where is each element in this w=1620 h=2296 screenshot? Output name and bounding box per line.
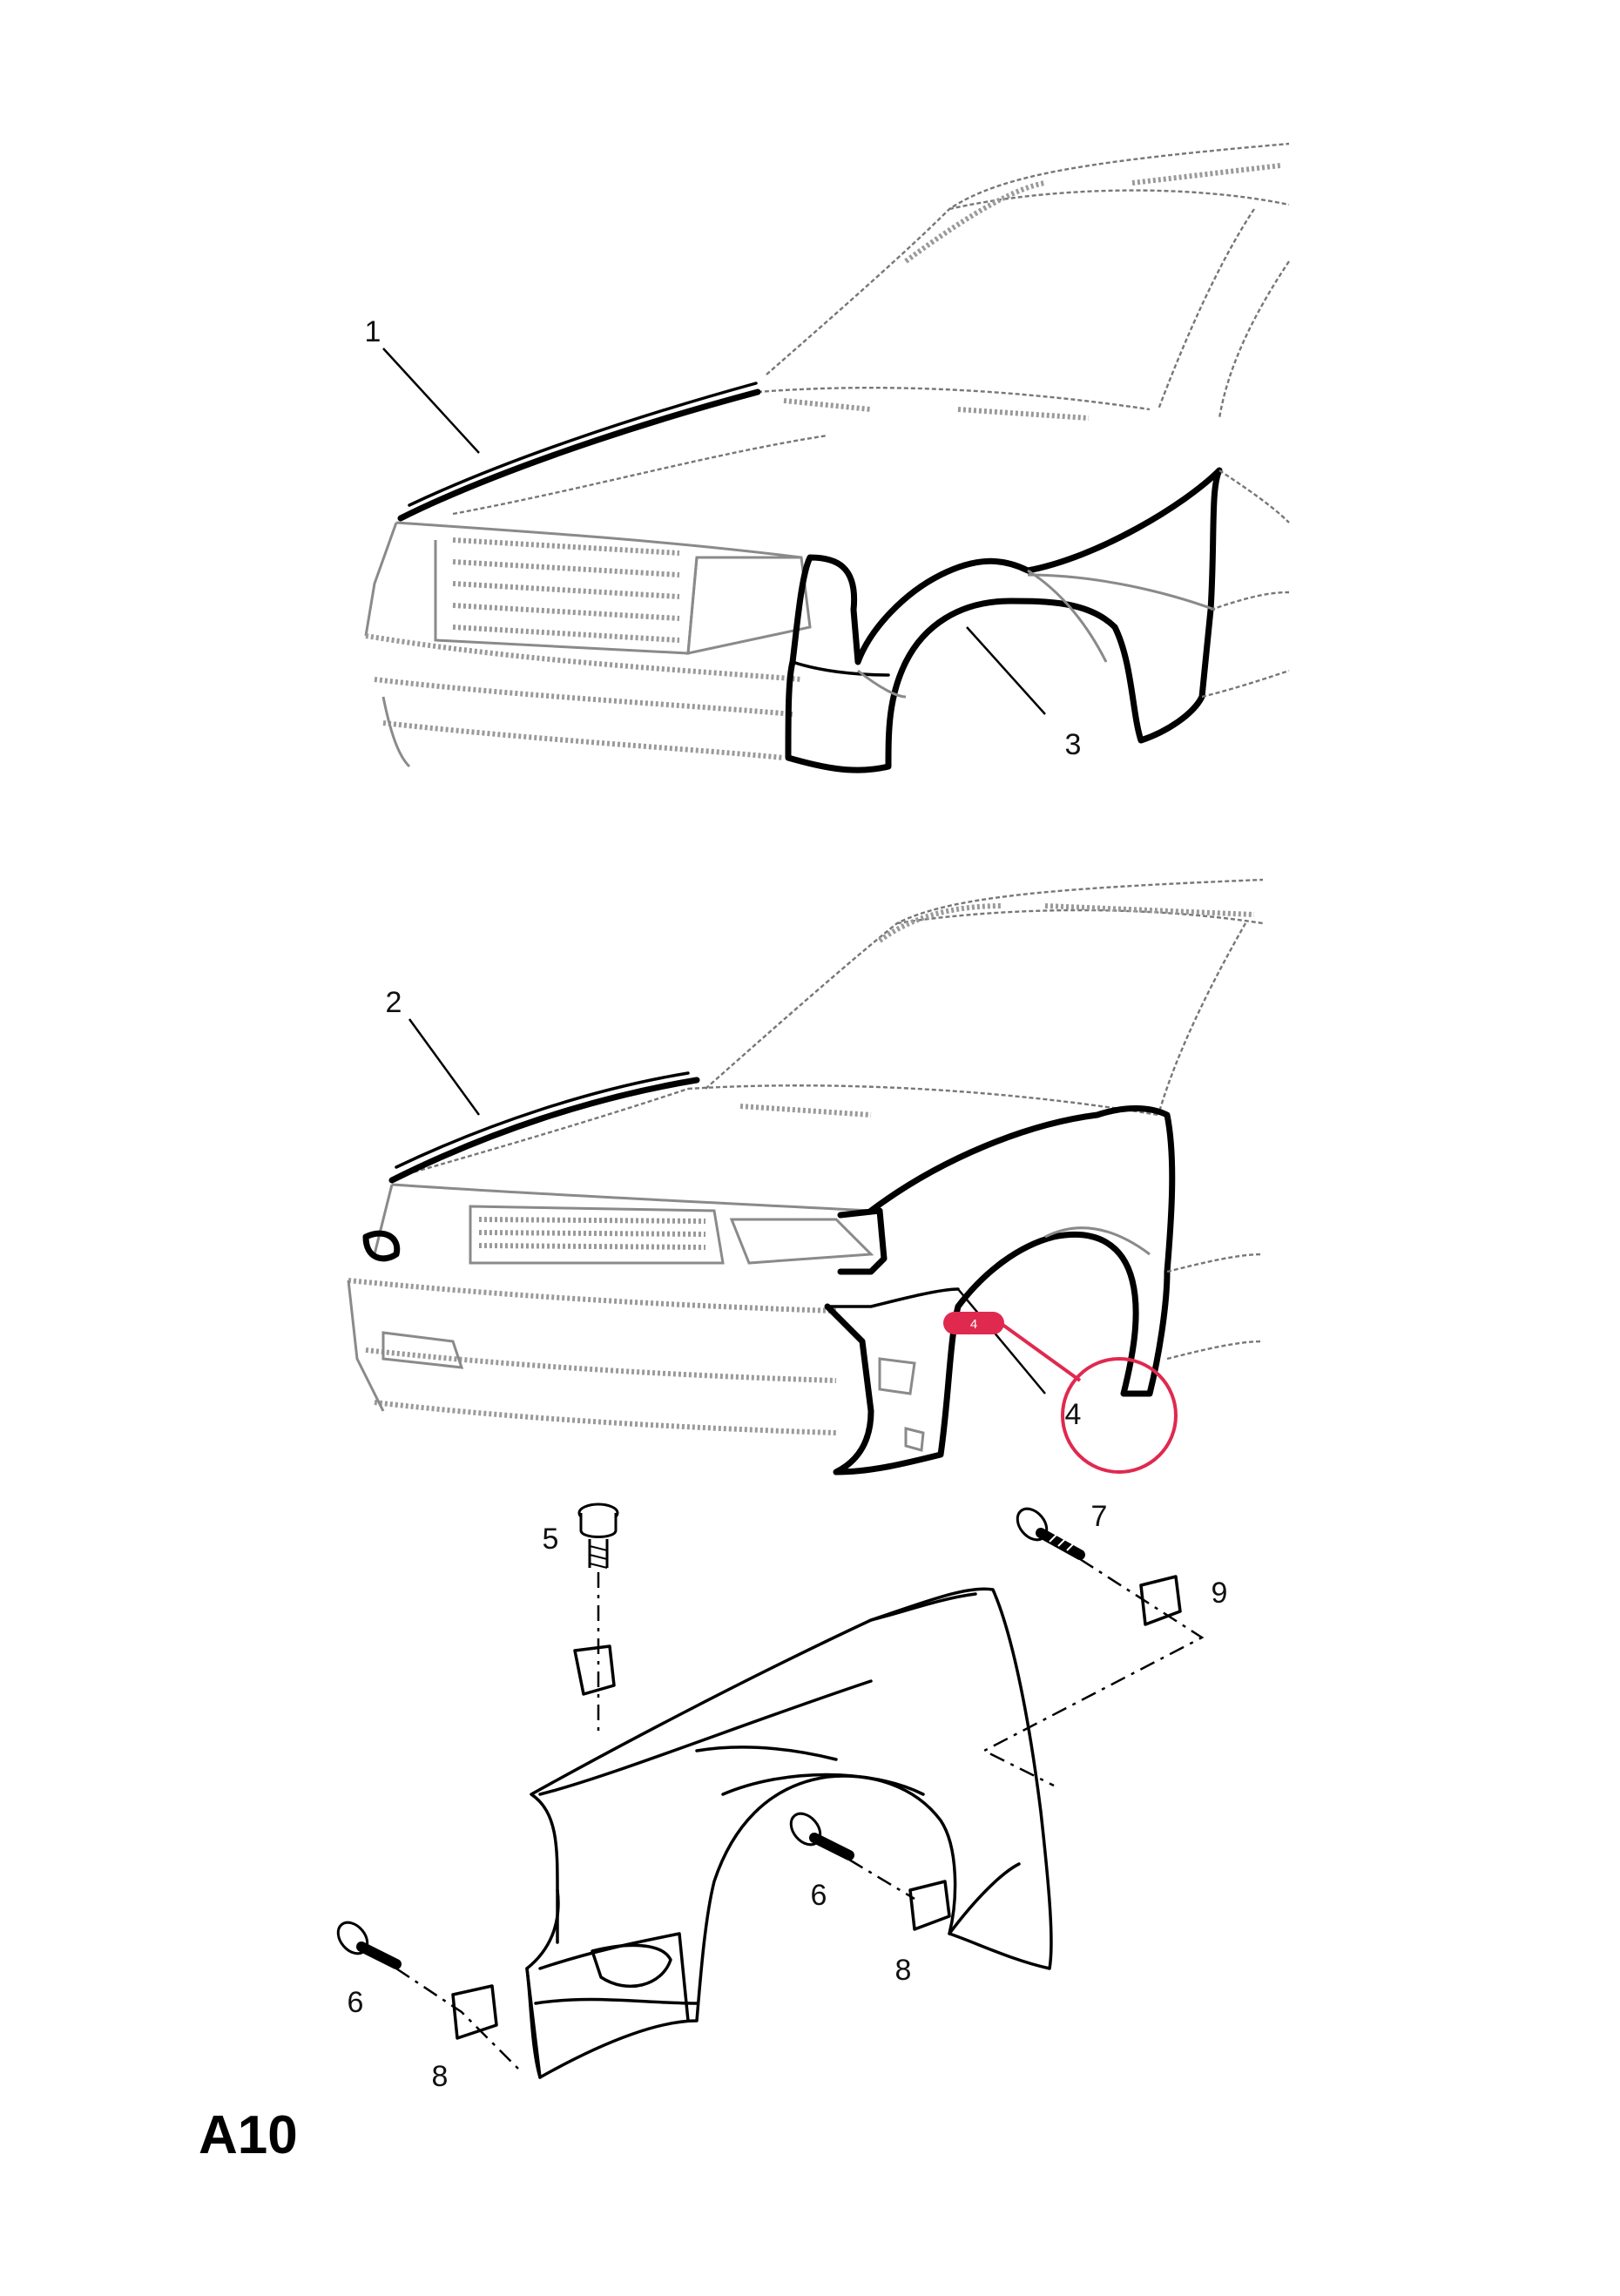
callout-3: 3 (1065, 728, 1082, 761)
callout-9: 9 (1212, 1577, 1228, 1610)
highlight-badge-label: 4 (970, 1317, 977, 1332)
clip-8-left-icon (451, 1984, 498, 2040)
callout-4: 4 (1065, 1398, 1082, 1431)
callout-6-middle: 6 (811, 1879, 827, 1912)
leader-2 (408, 1018, 481, 1116)
bolt-6-middle-icon (789, 1812, 854, 1860)
highlight-leader (1000, 1322, 1082, 1382)
clip-9-icon (1139, 1575, 1182, 1626)
highlight-badge[interactable] (943, 1312, 1004, 1334)
leader-4 (957, 1288, 1046, 1394)
leader-3 (966, 626, 1046, 715)
bolt-6-left-icon (336, 1921, 402, 1969)
bolt-7-icon (1016, 1507, 1085, 1560)
callout-1: 1 (365, 315, 381, 348)
car-view-middle (347, 878, 1264, 1476)
bolt-5-icon (577, 1503, 619, 1569)
fender-exploded-view (336, 1503, 1205, 2079)
car-view-top (364, 142, 1290, 773)
callout-7: 7 (1091, 1500, 1108, 1533)
highlight-circle (1061, 1357, 1178, 1474)
highlight-annotation: 4 (943, 1312, 1178, 1474)
callout-5: 5 (543, 1523, 559, 1556)
callout-8-middle: 8 (895, 1954, 912, 1987)
clip-nut-icon (573, 1644, 616, 1696)
leader-1 (382, 348, 480, 454)
clip-8-middle-icon (908, 1880, 951, 1931)
callout-6-left: 6 (348, 1986, 364, 2019)
page-label: A10 (199, 2105, 298, 2165)
callout-8-left: 8 (432, 2060, 449, 2093)
callout-2: 2 (386, 986, 402, 1019)
